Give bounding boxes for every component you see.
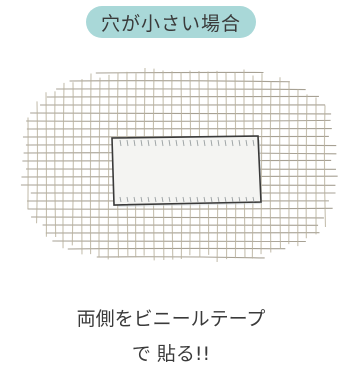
tape-tick xyxy=(238,139,241,147)
mesh-line xyxy=(35,101,39,224)
tape-tick xyxy=(182,196,185,203)
tape-tick xyxy=(245,139,248,147)
tape-tick xyxy=(175,139,178,147)
mesh-line xyxy=(305,94,308,239)
tape-tick xyxy=(175,196,178,203)
tape-tick xyxy=(231,196,234,203)
title-text: 穴が小さい場合 xyxy=(100,12,241,35)
tape-tick xyxy=(161,139,164,147)
tape-tick xyxy=(238,196,241,203)
mesh-line xyxy=(67,247,286,250)
tape-tick xyxy=(231,139,234,147)
mesh-line xyxy=(107,74,110,260)
tape-tick xyxy=(140,139,143,147)
tape-tick xyxy=(252,139,255,147)
tape-tick xyxy=(168,139,171,147)
tape-tick xyxy=(189,139,192,147)
tape-tick xyxy=(210,196,213,203)
mesh-line xyxy=(71,82,74,246)
tape-tick xyxy=(203,196,206,203)
tape-tick xyxy=(147,139,150,147)
tape-patch xyxy=(111,135,262,207)
tape-tick xyxy=(189,196,192,203)
mesh-line xyxy=(26,128,332,130)
mesh-line xyxy=(31,216,324,219)
mesh-line xyxy=(260,73,263,255)
tape-tick xyxy=(147,196,150,203)
mesh-line xyxy=(95,71,264,74)
mesh-line xyxy=(46,95,319,98)
tape-tick xyxy=(161,196,164,203)
mesh-line xyxy=(69,80,290,83)
tape-tick xyxy=(154,196,157,203)
tape-tick xyxy=(168,196,171,203)
tape-tick xyxy=(196,139,199,147)
tape-tick xyxy=(140,196,143,203)
tape-tick xyxy=(245,196,248,203)
tape-tick xyxy=(217,196,220,203)
tape-tick xyxy=(224,139,227,147)
title-badge: 穴が小さい場合 xyxy=(86,6,256,38)
tape-tick xyxy=(133,196,136,203)
mesh-line xyxy=(56,88,306,91)
tape-tick xyxy=(119,196,122,203)
mesh-line xyxy=(27,207,333,210)
mesh-line xyxy=(26,119,331,122)
tape-tick xyxy=(154,139,157,147)
tape-tick xyxy=(182,139,185,147)
tape-tick xyxy=(126,139,129,147)
tape-tick xyxy=(224,196,227,203)
tape-tick xyxy=(210,139,213,147)
mesh-line xyxy=(62,82,65,249)
tape-tick xyxy=(119,139,122,147)
caption-line-1: 両側をビニールテープ xyxy=(76,308,266,330)
mesh-line xyxy=(96,256,265,259)
mesh-line xyxy=(98,77,101,258)
tape-tick xyxy=(217,139,220,147)
tape-tick xyxy=(133,139,136,147)
tape-tick xyxy=(252,196,255,203)
mesh-line xyxy=(54,91,57,238)
mesh-line xyxy=(279,77,282,250)
mesh-line xyxy=(30,112,332,115)
mesh-line xyxy=(323,105,327,227)
mesh-illustration-icon xyxy=(20,67,338,262)
tape-tick xyxy=(203,139,206,147)
mesh-line xyxy=(269,81,272,253)
tape-tick xyxy=(196,196,199,203)
caption-line-2: で 貼る!! xyxy=(131,343,211,365)
tape-tick xyxy=(126,196,129,203)
mesh-line xyxy=(89,73,92,255)
